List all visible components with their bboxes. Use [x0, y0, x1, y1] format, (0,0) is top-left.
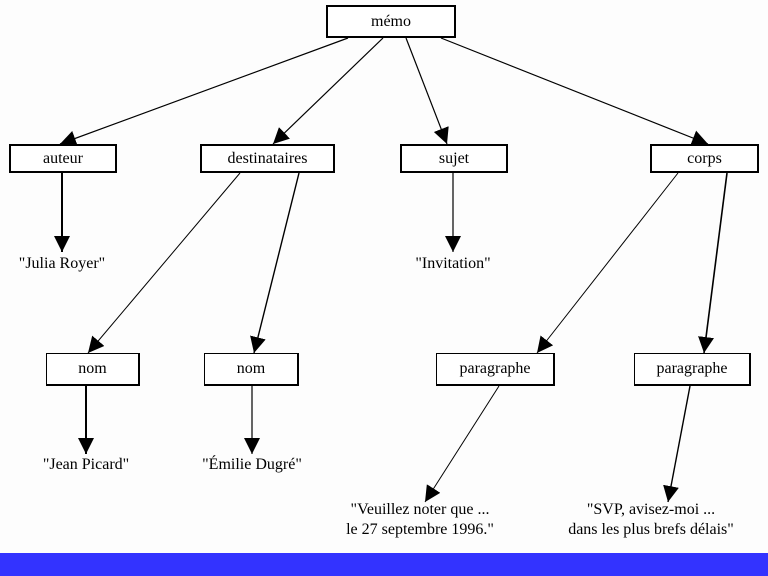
node-paragraphe-2: paragraphe: [634, 353, 751, 386]
edge-paragraphe2-value: [663, 385, 691, 503]
value-paragraphe-1-line-2: le 27 septembre 1996.": [346, 521, 494, 538]
node-destinataires: destinataires: [200, 144, 335, 173]
value-auteur: "Julia Royer": [18, 255, 106, 272]
value-paragraphe-1: "Veuillez noter que ... le 27 septembre …: [315, 500, 525, 540]
node-auteur: auteur: [9, 144, 117, 173]
node-memo-label: mémo: [371, 12, 411, 30]
node-sujet-label: sujet: [438, 149, 470, 167]
node-auteur-label: auteur: [43, 149, 83, 167]
node-corps: corps: [650, 144, 759, 173]
node-sujet: sujet: [400, 144, 508, 173]
footer-bar: [0, 553, 768, 576]
value-paragraphe-2-line-1: "SVP, avisez-moi ...: [586, 501, 716, 518]
edge-memo-destinataires: [272, 37, 384, 145]
node-nom-2: nom: [204, 353, 299, 386]
node-nom-1-label: nom: [78, 360, 107, 377]
edge-paragraphe1-value: [424, 385, 500, 503]
value-nom-1: "Jean Picard": [42, 456, 130, 473]
value-sujet: "Invitation": [415, 255, 491, 272]
node-nom-2-label: nom: [236, 360, 266, 377]
value-paragraphe-2: "SVP, avisez-moi ... dans les plus brefs…: [540, 500, 762, 540]
edge-corps-paragraphe2: [698, 172, 728, 354]
node-paragraphe-2-label: paragraphe: [656, 360, 728, 377]
edge-memo-sujet: [405, 37, 449, 145]
edge-memo-auteur: [59, 37, 349, 146]
edge-destinataires-nom1: [87, 172, 241, 354]
node-memo: mémo: [326, 5, 456, 38]
node-paragraphe-1-label: paragraphe: [459, 360, 531, 377]
value-paragraphe-1-line-1: "Veuillez noter que ...: [350, 501, 490, 518]
edge-corps-paragraphe1: [536, 172, 679, 354]
edge-memo-corps: [440, 37, 709, 146]
node-nom-1: nom: [46, 353, 140, 386]
edge-destinataires-nom2: [250, 172, 300, 354]
node-paragraphe-1: paragraphe: [436, 353, 555, 386]
value-nom-2: "Émilie Dugré": [202, 456, 302, 473]
node-destinataires-label: destinataires: [227, 149, 308, 167]
value-paragraphe-2-line-2: dans les plus brefs délais": [568, 521, 734, 538]
node-corps-label: corps: [687, 149, 722, 167]
